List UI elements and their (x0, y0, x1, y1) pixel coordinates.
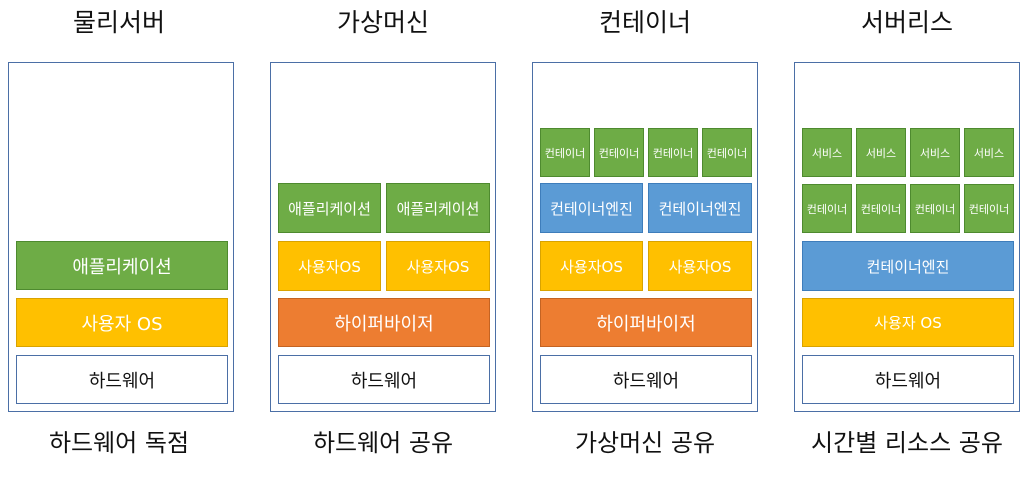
caption-serverless: 시간별 리소스 공유 (811, 429, 1003, 457)
container-block: 컨테이너 (702, 128, 752, 177)
service-block: 서비스 (910, 128, 960, 177)
container-block: 컨테이너 (964, 184, 1014, 233)
hardware-block: 하드웨어 (540, 355, 752, 404)
panel-container: 컨테이너 컨테이너 컨테이너 컨테이너 컨테이너엔진 컨테이너엔진 사용자OS … (532, 62, 758, 412)
title-virtual-machine: 가상머신 (336, 8, 429, 37)
container-block: 컨테이너 (594, 128, 644, 177)
application-block: 애플리케이션 (16, 241, 228, 290)
container-block: 컨테이너 (910, 184, 960, 233)
container-engine-block: 컨테이너엔진 (540, 183, 643, 233)
user-os-block: 사용자OS (386, 241, 490, 291)
hardware-block: 하드웨어 (278, 355, 490, 404)
panel-virtual-machine: 애플리케이션 애플리케이션 사용자OS 사용자OS 하이퍼바이저 하드웨어 (270, 62, 496, 412)
application-block: 애플리케이션 (386, 183, 490, 233)
container-block: 컨테이너 (802, 184, 852, 233)
title-physical-server: 물리서버 (72, 8, 165, 37)
hypervisor-block: 하이퍼바이저 (540, 298, 752, 347)
user-os-block: 사용자 OS (16, 298, 228, 347)
container-engine-block: 컨테이너엔진 (648, 183, 752, 233)
container-block: 컨테이너 (540, 128, 590, 177)
user-os-block: 사용자OS (648, 241, 752, 291)
title-serverless: 서버리스 (860, 8, 953, 37)
hardware-block: 하드웨어 (16, 355, 228, 404)
hypervisor-block: 하이퍼바이저 (278, 298, 490, 347)
container-block: 컨테이너 (648, 128, 698, 177)
panel-serverless: 서비스 서비스 서비스 서비스 컨테이너 컨테이너 컨테이너 컨테이너 컨테이너… (794, 62, 1020, 412)
caption-physical-server: 하드웨어 독점 (48, 429, 190, 457)
hardware-block: 하드웨어 (802, 355, 1014, 404)
service-block: 서비스 (802, 128, 852, 177)
title-container: 컨테이너 (598, 8, 691, 37)
caption-virtual-machine: 하드웨어 공유 (312, 429, 454, 457)
application-block: 애플리케이션 (278, 183, 381, 233)
container-engine-block: 컨테이너엔진 (802, 241, 1014, 291)
container-block: 컨테이너 (856, 184, 906, 233)
user-os-block: 사용자OS (540, 241, 643, 291)
caption-container: 가상머신 공유 (574, 429, 716, 457)
user-os-block: 사용자 OS (802, 298, 1014, 347)
service-block: 서비스 (856, 128, 906, 177)
service-block: 서비스 (964, 128, 1014, 177)
user-os-block: 사용자OS (278, 241, 381, 291)
panel-physical-server: 애플리케이션 사용자 OS 하드웨어 (8, 62, 234, 412)
